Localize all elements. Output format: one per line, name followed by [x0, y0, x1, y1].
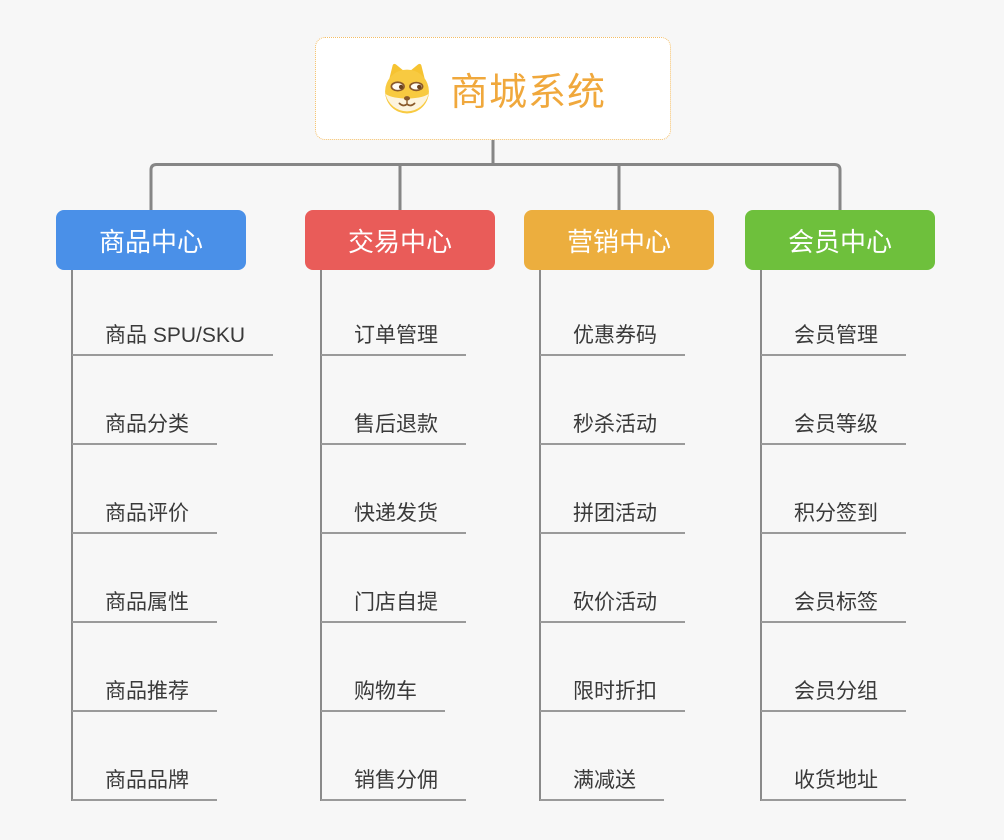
branch-node-1[interactable]: 商品中心: [56, 210, 246, 270]
branch-spine-line: [760, 270, 762, 801]
leaf-node[interactable]: 砍价活动: [540, 581, 685, 623]
branch-node-4[interactable]: 会员中心: [745, 210, 935, 270]
leaf-node[interactable]: 商品推荐: [72, 670, 217, 712]
branch-node-3[interactable]: 营销中心: [524, 210, 714, 270]
leaf-node[interactable]: 快递发货: [321, 492, 466, 534]
leaf-node[interactable]: 秒杀活动: [540, 403, 685, 445]
branch-spine-line: [539, 270, 541, 801]
leaf-node[interactable]: 积分签到: [761, 492, 906, 534]
root-node[interactable]: 商城系统: [315, 37, 671, 140]
leaf-node[interactable]: 商品 SPU/SKU: [72, 314, 274, 356]
leaf-node[interactable]: 会员管理: [761, 314, 906, 356]
dog-face-icon: [385, 63, 429, 113]
leaf-node[interactable]: 销售分佣: [321, 759, 466, 801]
leaf-node[interactable]: 会员分组: [761, 670, 906, 712]
leaf-node[interactable]: 订单管理: [321, 314, 466, 356]
leaf-node[interactable]: 会员标签: [761, 581, 906, 623]
leaf-node[interactable]: 商品评价: [72, 492, 217, 534]
leaf-node[interactable]: 商品分类: [72, 403, 217, 445]
leaf-node[interactable]: 会员等级: [761, 403, 906, 445]
leaf-node[interactable]: 限时折扣: [540, 670, 685, 712]
branch-label: 交易中心: [347, 226, 452, 257]
branch-spine-line: [71, 270, 73, 801]
leaf-node[interactable]: 门店自提: [321, 581, 466, 623]
branch-label: 会员中心: [787, 226, 892, 257]
branch-label: 商品中心: [98, 226, 203, 257]
branch-node-2[interactable]: 交易中心: [305, 210, 495, 270]
leaf-node[interactable]: 拼团活动: [540, 492, 685, 534]
leaf-node[interactable]: 收货地址: [761, 759, 906, 801]
branch-spine-line: [320, 270, 322, 801]
leaf-node[interactable]: 商品属性: [72, 581, 217, 623]
leaf-node[interactable]: 优惠券码: [540, 314, 685, 356]
leaf-node[interactable]: 商品品牌: [72, 759, 217, 801]
root-title: 商城系统: [449, 72, 606, 114]
leaf-node[interactable]: 满减送: [540, 759, 664, 801]
branch-label: 营销中心: [566, 226, 671, 257]
leaf-node[interactable]: 购物车: [321, 670, 445, 712]
leaf-node[interactable]: 售后退款: [321, 403, 466, 445]
